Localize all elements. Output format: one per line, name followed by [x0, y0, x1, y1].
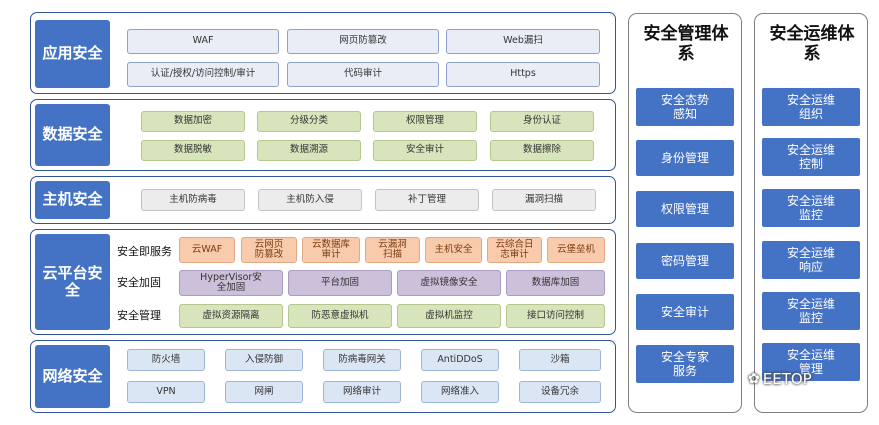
- cloud-item-image-security: 虚拟镜像安全: [397, 270, 501, 296]
- net-item-av-gateway: 防病毒网关: [323, 349, 401, 371]
- data-item-masking: 数据脱敏: [141, 140, 245, 161]
- app-item-code-audit: 代码审计: [287, 62, 439, 87]
- panel-title-operations: 安全运维体系: [769, 24, 855, 65]
- host-item-patch: 补丁管理: [375, 189, 479, 211]
- data-item-identity: 身份认证: [490, 111, 594, 132]
- cloud-item-web-tamper: 云网页防篡改: [241, 237, 297, 263]
- ops-item-monitor: 安全运维监控: [762, 189, 860, 227]
- cloud-row-label-hardening: 安全加固: [117, 275, 161, 289]
- cloud-item-db-audit: 云数据库审计: [302, 237, 360, 263]
- cloud-item-host-security: 主机安全: [425, 237, 482, 263]
- net-item-gatekeeper: 网闸: [225, 381, 303, 403]
- mgmt-item-permission: 权限管理: [636, 191, 734, 227]
- cloud-item-api-access: 接口访问控制: [506, 304, 605, 328]
- layer-label-application: 应用安全: [35, 20, 110, 88]
- net-item-ips: 入侵防御: [225, 349, 303, 371]
- app-item-https: Https: [446, 62, 600, 87]
- net-item-vpn: VPN: [127, 381, 205, 403]
- data-item-permission: 权限管理: [373, 111, 477, 132]
- ops-item-control: 安全运维控制: [762, 138, 860, 176]
- layer-label-cloud: 云平台安全: [35, 234, 110, 330]
- mgmt-item-situation: 安全态势感知: [636, 88, 734, 126]
- net-item-redundancy: 设备冗余: [519, 381, 601, 403]
- cloud-item-waf: 云WAF: [179, 237, 235, 263]
- mgmt-item-expert: 安全专家服务: [636, 345, 734, 383]
- cloud-item-log-audit: 云综合日志审计: [487, 237, 542, 263]
- layer-label-network: 网络安全: [35, 345, 110, 408]
- host-item-antivirus: 主机防病毒: [141, 189, 245, 211]
- cloud-item-hypervisor: HyperVisor安全加固: [179, 270, 283, 296]
- net-item-nac: 网络准入: [421, 381, 499, 403]
- ops-item-management: 安全运维管理: [762, 343, 860, 381]
- app-item-auth: 认证/授权/访问控制/审计: [127, 62, 279, 87]
- net-item-antiddos: AntiDDoS: [421, 349, 499, 371]
- data-item-encrypt: 数据加密: [141, 111, 245, 132]
- layer-label-data: 数据安全: [35, 104, 110, 166]
- cloud-row-label-saas: 安全即服务: [117, 244, 172, 258]
- host-item-intrusion: 主机防入侵: [258, 189, 362, 211]
- wechat-icon: ✿: [748, 371, 760, 387]
- cloud-item-vuln-scan: 云漏洞扫描: [365, 237, 420, 263]
- cloud-row-label-management: 安全管理: [117, 308, 161, 322]
- net-item-net-audit: 网络审计: [323, 381, 401, 403]
- net-item-sandbox: 沙箱: [519, 349, 601, 371]
- data-item-classify: 分级分类: [257, 111, 361, 132]
- app-item-waf: WAF: [127, 29, 279, 54]
- mgmt-item-identity: 身份管理: [636, 140, 734, 176]
- cloud-item-anti-malicious-vm: 防恶意虚拟机: [288, 304, 392, 328]
- cloud-item-vm-monitor: 虚拟机监控: [397, 304, 501, 328]
- data-item-audit: 安全审计: [373, 140, 477, 161]
- app-item-web-tamper: 网页防篡改: [287, 29, 439, 54]
- ops-item-organization: 安全运维组织: [762, 88, 860, 126]
- panel-title-management: 安全管理体系: [643, 24, 729, 65]
- data-item-erase: 数据擦除: [490, 140, 594, 161]
- app-item-web-scan: Web漏扫: [446, 29, 600, 54]
- cloud-item-isolation: 虚拟资源隔离: [179, 304, 283, 328]
- watermark: ✿ EETOP: [748, 367, 812, 391]
- mgmt-item-password: 密码管理: [636, 243, 734, 279]
- watermark-text: EETOP: [762, 370, 812, 388]
- cloud-item-db-hardening: 数据库加固: [506, 270, 605, 296]
- host-item-vuln-scan: 漏洞扫描: [492, 189, 596, 211]
- layer-label-host: 主机安全: [35, 181, 110, 219]
- net-item-firewall: 防火墙: [127, 349, 205, 371]
- cloud-item-platform-hardening: 平台加固: [288, 270, 392, 296]
- ops-item-response: 安全运维响应: [762, 241, 860, 279]
- mgmt-item-audit: 安全审计: [636, 294, 734, 330]
- cloud-item-bastion: 云堡垒机: [547, 237, 605, 263]
- ops-item-monitor-2: 安全运维监控: [762, 292, 860, 330]
- data-item-trace: 数据溯源: [257, 140, 361, 161]
